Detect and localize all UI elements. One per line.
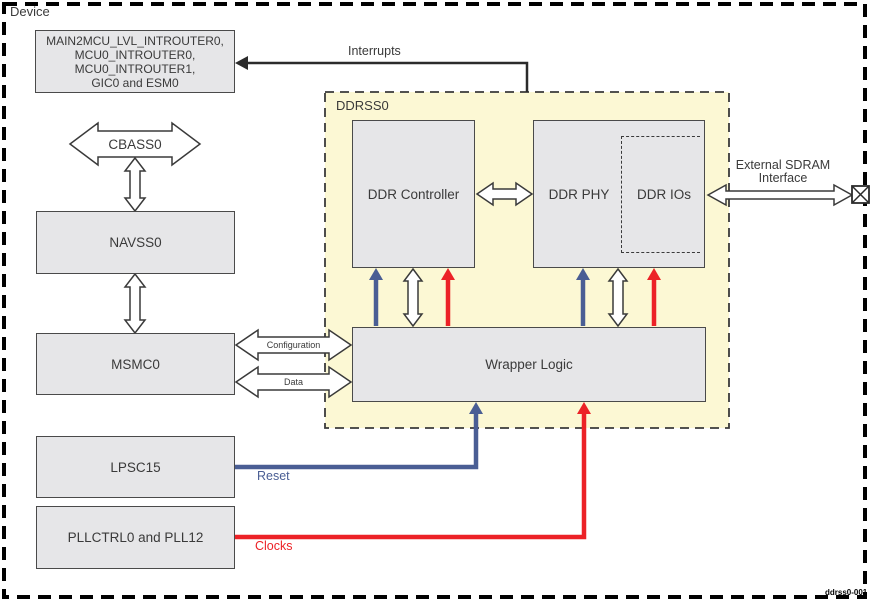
configuration-arrow xyxy=(234,328,353,362)
wrapper-logic-box: Wrapper Logic xyxy=(352,327,706,402)
reset-route-arrowhead xyxy=(469,402,483,414)
data-label: Data xyxy=(283,377,303,387)
interrupt-routers-line: MAIN2MCU_LVL_INTROUTER0, xyxy=(46,33,224,48)
interrupt-routers-line: MCU0_INTROUTER1, xyxy=(74,61,196,76)
pllctrl0-pll12-box: PLLCTRL0 and PLL12 xyxy=(36,506,235,569)
lpsc15-box: LPSC15 xyxy=(36,436,235,498)
interrupts-route-line xyxy=(246,61,529,92)
navss0-box: NAVSS0 xyxy=(36,211,235,274)
wrapper-phy-clock-arrowhead xyxy=(647,268,661,280)
ddrss0-label: DDRSS0 xyxy=(336,98,389,113)
clocks-label: Clocks xyxy=(255,539,293,553)
ddr-phy-label: DDR PHY xyxy=(548,186,610,202)
interrupt-routers-line: GIC0 and ESM0 xyxy=(91,75,179,90)
external-pin-icon xyxy=(851,185,870,204)
interrupt-routers-line: MCU0_INTROUTER0, xyxy=(74,47,196,62)
ddr-controller-box: DDR Controller xyxy=(352,120,475,268)
msmc0-box: MSMC0 xyxy=(36,333,235,395)
ddr-ios-dashed-region xyxy=(621,136,700,253)
clocks-route-arrowhead xyxy=(577,402,591,414)
ddr-ios-label: DDR IOs xyxy=(637,186,691,202)
reset-route-line xyxy=(235,412,479,470)
controller-phy-arrow xyxy=(475,181,534,207)
external-sdram-interface-label: External SDRAM Interface xyxy=(735,158,831,185)
figure-id: ddrss0-001 xyxy=(825,588,868,597)
wrapper-phy-data-arrow xyxy=(607,267,629,328)
interrupts-label: Interrupts xyxy=(348,44,401,58)
clocks-route-line xyxy=(235,412,587,540)
cbass0-label: CBASS0 xyxy=(108,137,162,152)
data-arrow xyxy=(234,365,353,399)
cbass0-navss0-arrow xyxy=(123,156,147,213)
navss0-msmc0-arrow xyxy=(123,272,147,335)
cbass0-bus-arrow xyxy=(68,121,202,167)
reset-label: Reset xyxy=(257,469,290,483)
wrapper-controller-reset-arrowhead xyxy=(369,268,383,280)
ddr-phy-box: DDR PHY DDR IOs xyxy=(533,120,705,268)
interrupt-routers-box: MAIN2MCU_LVL_INTROUTER0, MCU0_INTROUTER0… xyxy=(35,30,235,93)
configuration-label: Configuration xyxy=(266,340,321,350)
wrapper-controller-data-arrow xyxy=(402,267,424,328)
wrapper-phy-reset-arrowhead xyxy=(576,268,590,280)
interrupts-route-arrowhead xyxy=(235,56,248,70)
device-label: Device xyxy=(10,4,50,19)
wrapper-controller-clock-arrowhead xyxy=(441,268,455,280)
